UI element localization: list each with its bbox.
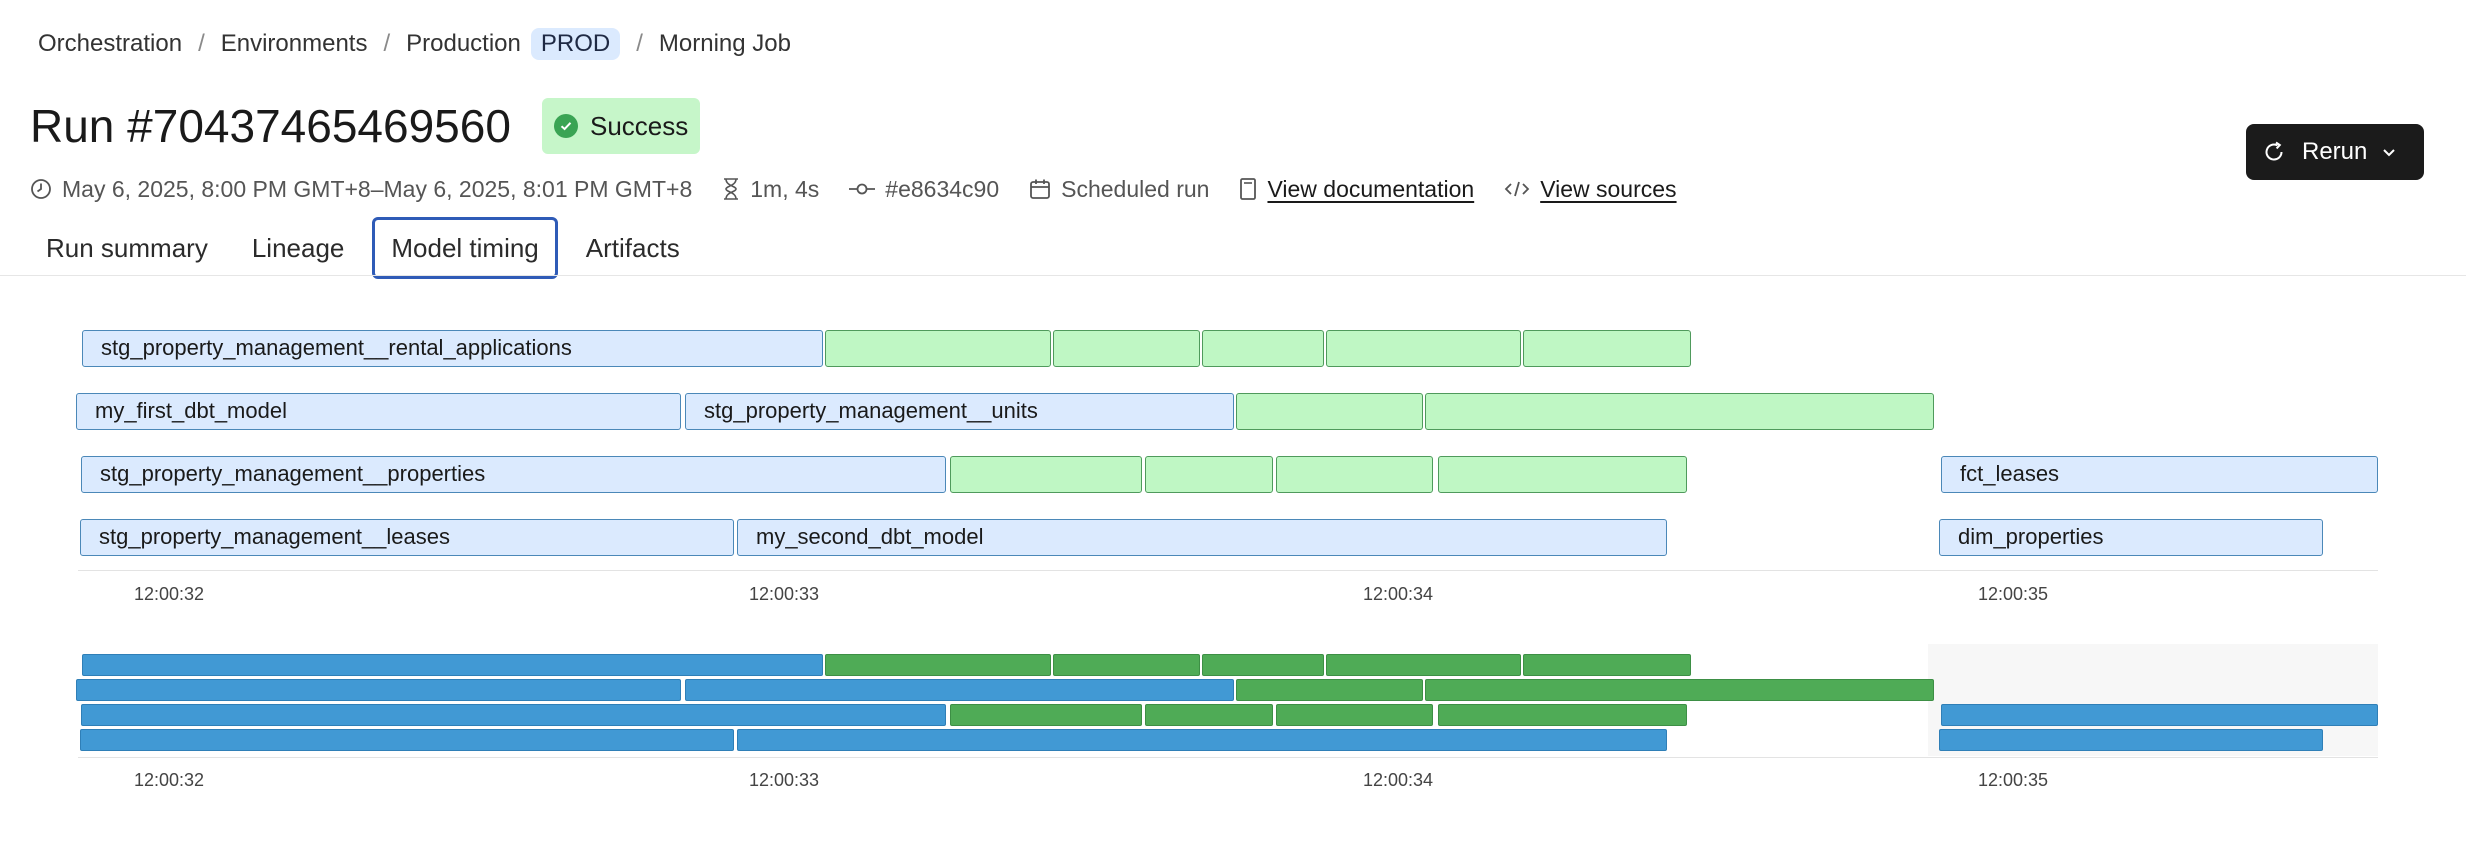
timing-bar[interactable]: stg_property_management__units (685, 393, 1234, 430)
overview-tick-label: 12:00:32 (134, 770, 205, 790)
overview-bar (76, 679, 681, 701)
timing-axis (78, 570, 2378, 571)
overview-bar (81, 704, 946, 726)
commit-text: #e8634c90 (885, 175, 1000, 202)
document-icon (1240, 178, 1257, 200)
overview-bar (1202, 654, 1324, 676)
check-circle-icon (554, 114, 578, 138)
rerun-label: Rerun (2302, 138, 2368, 165)
run-time-range: May 6, 2025, 8:00 PM GMT+8–May 6, 2025, … (30, 176, 692, 203)
timing-bar[interactable] (1145, 456, 1273, 493)
timing-bar[interactable] (1276, 456, 1433, 493)
overview-bar (1276, 704, 1433, 726)
breadcrumb-environments[interactable]: Environments (220, 30, 368, 57)
tab-run-summary[interactable]: Run summary (46, 232, 208, 263)
status-label: Success (590, 110, 689, 141)
timing-bar-label: my_second_dbt_model (756, 524, 984, 549)
view-documentation-link-wrap: View documentation (1239, 176, 1474, 203)
timing-bar-label: stg_property_management__leases (99, 524, 451, 549)
overview-bar (1236, 679, 1423, 701)
overview-bar (1939, 729, 2323, 751)
breadcrumb: Orchestration / Environments / Productio… (38, 26, 791, 62)
tab-artifacts[interactable]: Artifacts (585, 232, 680, 263)
overview-bar (685, 679, 1234, 701)
overview-bar (1145, 704, 1273, 726)
breadcrumb-orchestration[interactable]: Orchestration (38, 30, 183, 57)
chevron-down-icon[interactable] (2381, 144, 2397, 160)
duration-text: 1m, 4s (750, 175, 820, 202)
overview-bar (1053, 654, 1200, 676)
axis-tick-label: 12:00:33 (749, 584, 820, 604)
status-badge: Success (542, 98, 700, 154)
timing-bar[interactable] (1523, 330, 1691, 367)
overview-bar (1438, 704, 1687, 726)
breadcrumb-separator: / (198, 30, 205, 57)
axis-tick-label: 12:00:34 (1363, 584, 1434, 604)
timing-bar[interactable] (950, 456, 1142, 493)
overview-bar (1523, 654, 1691, 676)
calendar-icon (1030, 179, 1051, 199)
timing-bar[interactable]: stg_property_management__leases (80, 519, 734, 556)
axis-tick-label: 12:00:32 (134, 584, 205, 604)
time-range-text: May 6, 2025, 8:00 PM GMT+8–May 6, 2025, … (62, 175, 693, 202)
overview-bar (82, 654, 823, 676)
refresh-icon (2262, 140, 2286, 164)
overview-tick-label: 12:00:35 (1978, 770, 2049, 790)
view-sources-link-wrap: View sources (1504, 175, 1677, 203)
timing-bar-label: stg_property_management__rental_applicat… (101, 335, 572, 360)
breadcrumb-morning-job: Morning Job (658, 30, 791, 57)
tab-lineage[interactable]: Lineage (251, 232, 345, 263)
run-meta: May 6, 2025, 8:00 PM GMT+8–May 6, 2025, … (30, 172, 1707, 206)
timing-bar[interactable]: fct_leases (1941, 456, 2378, 493)
overview-bar (1326, 654, 1521, 676)
timing-bar[interactable] (1425, 393, 1934, 430)
tab-bar: Run summary Lineage Model timing Artifac… (30, 217, 708, 279)
timing-bar-label: stg_property_management__units (704, 398, 1038, 423)
run-commit: #e8634c90 (849, 176, 999, 203)
timing-bar[interactable] (1053, 330, 1200, 367)
breadcrumb-separator: / (636, 30, 643, 57)
breadcrumb-separator: / (383, 30, 391, 57)
trigger-text: Scheduled run (1061, 175, 1210, 202)
timing-bar-label: my_first_dbt_model (95, 398, 287, 423)
timing-bar[interactable] (1438, 456, 1687, 493)
rerun-button[interactable]: Rerun (2246, 124, 2424, 180)
axis-tick-label: 12:00:35 (1978, 584, 2049, 604)
timing-bar-label: stg_property_management__properties (100, 461, 486, 486)
commit-icon (849, 183, 876, 195)
overview-bar (950, 704, 1142, 726)
timing-bar[interactable] (825, 330, 1051, 367)
overview-bar (825, 654, 1051, 676)
overview-tick-label: 12:00:33 (749, 770, 820, 790)
hourglass-icon (724, 178, 739, 200)
tab-model-timing[interactable]: Model timing (372, 217, 558, 279)
timing-bar[interactable]: dim_properties (1939, 519, 2323, 556)
overview-axis (78, 757, 2378, 758)
overview-bar (1425, 679, 1934, 701)
timing-bar[interactable]: stg_property_management__properties (81, 456, 946, 493)
overview-bar (1941, 704, 2378, 726)
environment-badge: PROD (530, 28, 621, 60)
timing-bar-label: dim_properties (1958, 524, 2104, 549)
timing-bar[interactable]: my_second_dbt_model (737, 519, 1667, 556)
overview-tick-label: 12:00:34 (1363, 770, 1434, 790)
page-title: Run #70437465469560 (30, 100, 511, 152)
breadcrumb-production[interactable]: Production (406, 30, 521, 57)
tab-divider (0, 275, 2466, 276)
overview-bar (80, 729, 734, 751)
view-sources-link[interactable]: View sources (1540, 175, 1677, 202)
view-documentation-link[interactable]: View documentation (1267, 175, 1475, 202)
code-icon (1504, 181, 1530, 197)
timing-bar-label: fct_leases (1960, 461, 2060, 486)
timing-bar[interactable] (1202, 330, 1324, 367)
clock-icon (31, 179, 51, 199)
timing-bar[interactable]: my_first_dbt_model (76, 393, 681, 430)
run-duration: 1m, 4s (722, 176, 819, 203)
overview-bar (737, 729, 1667, 751)
timing-bar[interactable] (1326, 330, 1521, 367)
timing-bar[interactable] (1236, 393, 1423, 430)
run-trigger: Scheduled run (1029, 176, 1209, 203)
timing-bar[interactable]: stg_property_management__rental_applicat… (82, 330, 823, 367)
